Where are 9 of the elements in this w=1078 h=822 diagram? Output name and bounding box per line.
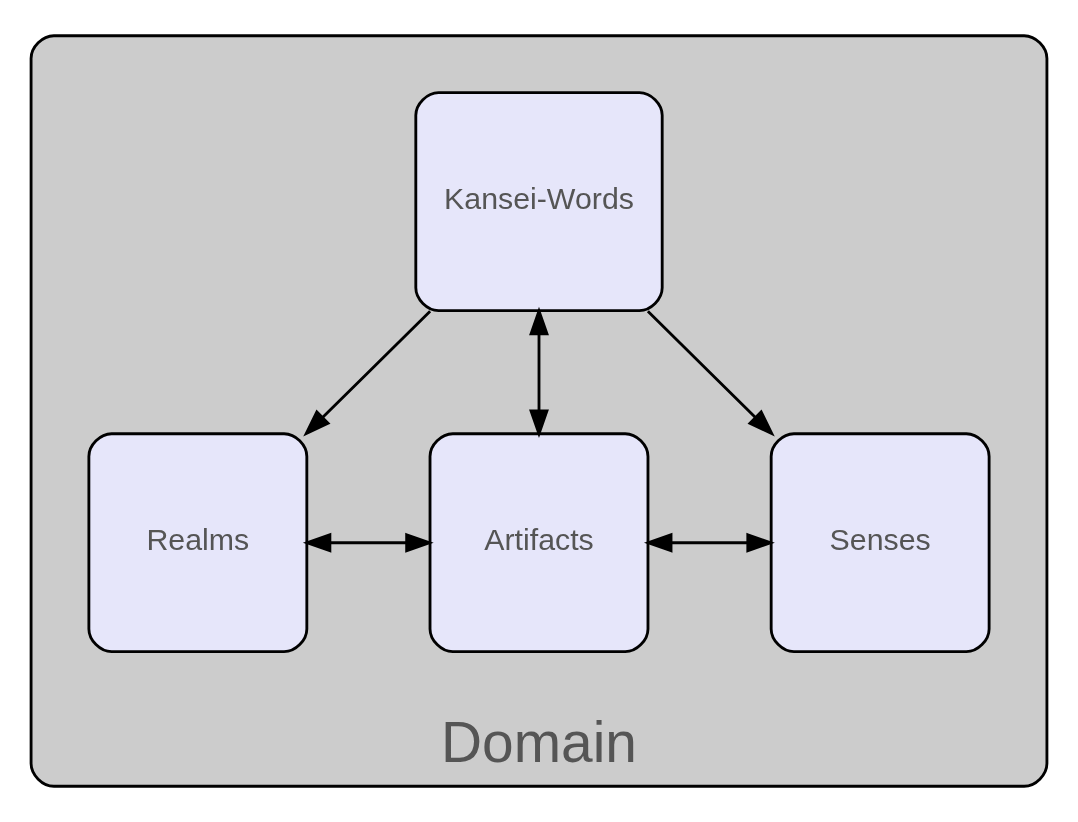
arrow <box>644 532 775 553</box>
node-box: Senses <box>769 432 991 654</box>
arrow <box>529 306 549 438</box>
node-box: Realms <box>87 432 309 654</box>
arrow <box>302 532 434 553</box>
node-box: Kansei-Words <box>414 91 664 312</box>
arrow <box>646 310 775 437</box>
node-box: Artifacts <box>428 432 650 654</box>
arrow <box>303 310 432 437</box>
